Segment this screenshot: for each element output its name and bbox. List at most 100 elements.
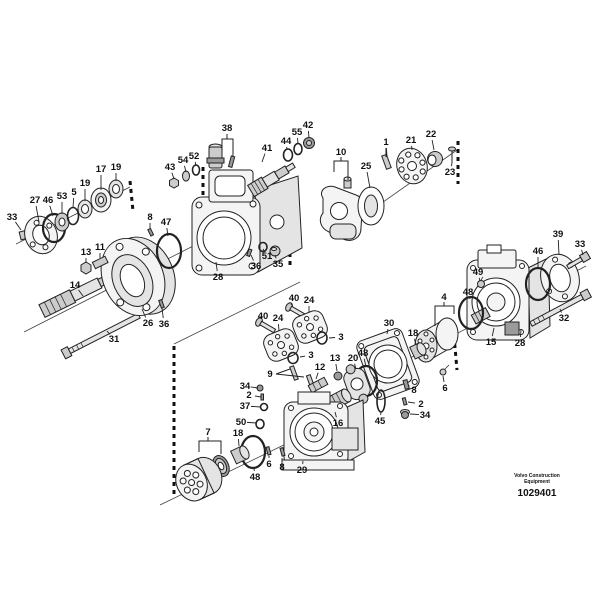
leader-line-49 xyxy=(478,277,481,282)
ring xyxy=(191,164,201,176)
leader-line-42 xyxy=(308,130,310,139)
part-label-40: 40 xyxy=(258,311,269,322)
part-label-18: 18 xyxy=(233,428,244,439)
leader-line-18 xyxy=(414,338,417,346)
part-label-46: 46 xyxy=(43,195,54,206)
ring xyxy=(293,142,303,156)
part-label-54: 54 xyxy=(178,155,189,166)
part-label-8: 8 xyxy=(147,212,152,223)
bolt xyxy=(255,317,277,334)
leader-line-52 xyxy=(194,161,197,167)
part-label-18: 18 xyxy=(408,328,419,339)
part-label-35: 35 xyxy=(273,259,284,270)
o-ring xyxy=(155,232,183,270)
part-label-37: 37 xyxy=(240,401,251,412)
part-label-16: 16 xyxy=(333,418,344,429)
part-label-5: 5 xyxy=(71,187,77,198)
part-label-47: 47 xyxy=(161,217,172,228)
part-label-21: 21 xyxy=(406,135,417,146)
leader-line-3 xyxy=(328,337,336,339)
pump-housing xyxy=(100,236,176,317)
retainer-clip xyxy=(439,364,450,376)
part-label-48: 48 xyxy=(250,472,261,483)
shaft-stub xyxy=(470,306,491,325)
leader-line-22 xyxy=(431,139,435,151)
part-label-30: 30 xyxy=(384,318,395,329)
part-label-8: 8 xyxy=(411,385,416,396)
leader-line-34 xyxy=(250,386,259,389)
ball xyxy=(333,371,343,381)
bolt-hole xyxy=(288,453,294,459)
part-label-6: 6 xyxy=(266,459,271,470)
part-label-13: 13 xyxy=(81,247,92,258)
leader-line-30 xyxy=(386,328,389,335)
port-block xyxy=(504,321,520,336)
leader-line-34 xyxy=(409,413,420,416)
center-housing-group xyxy=(169,137,315,276)
washer xyxy=(182,170,190,182)
cup-plug xyxy=(427,151,443,167)
port-plate xyxy=(292,310,328,344)
leader-line-41 xyxy=(261,153,266,163)
leader-line-2 xyxy=(407,401,416,404)
pin xyxy=(265,446,272,456)
bushing xyxy=(91,255,109,270)
leader-line-5 xyxy=(72,197,75,209)
ring xyxy=(255,418,265,430)
leader-line-33 xyxy=(15,221,22,231)
pin xyxy=(279,447,286,457)
stud-bolt xyxy=(529,288,593,327)
flange xyxy=(24,215,58,255)
pin xyxy=(260,393,264,401)
part-label-25: 25 xyxy=(361,161,372,172)
hub-bore xyxy=(309,427,319,437)
swing-housing-group xyxy=(319,146,456,241)
cylinder-barrel xyxy=(175,456,223,502)
top-port xyxy=(486,244,502,254)
part-label-2: 2 xyxy=(418,399,423,410)
pin xyxy=(289,365,299,381)
plug xyxy=(477,276,485,288)
o-ring xyxy=(287,351,299,365)
right-pump-group xyxy=(414,244,593,376)
left-pump-group xyxy=(38,227,183,360)
part-label-45: 45 xyxy=(375,416,386,427)
solenoid-valve xyxy=(206,143,225,169)
hex-nut xyxy=(80,261,92,275)
part-label-43: 43 xyxy=(165,162,176,173)
part-label-50: 50 xyxy=(236,417,247,428)
part-label-27: 27 xyxy=(30,195,41,206)
side-port-block xyxy=(331,427,359,451)
label-brackets xyxy=(198,134,455,454)
leader-line-36 xyxy=(250,254,254,261)
part-label-8: 8 xyxy=(279,462,284,473)
part-label-29: 29 xyxy=(297,465,308,476)
pin xyxy=(158,298,165,309)
top-opening xyxy=(214,175,246,197)
bolt-hole xyxy=(519,263,525,269)
ring xyxy=(77,199,93,219)
leader-line-37 xyxy=(250,405,262,408)
leader-line-2 xyxy=(254,395,262,398)
ring xyxy=(259,402,269,412)
part-label-36: 36 xyxy=(251,261,262,272)
bolt-hole xyxy=(470,265,476,271)
part-label-19: 19 xyxy=(111,162,122,173)
bushing xyxy=(229,445,250,465)
bottom-flange xyxy=(281,459,355,471)
leader-line-24 xyxy=(278,323,280,332)
washer xyxy=(54,212,70,232)
leader-line-46 xyxy=(49,205,54,217)
part-label-38: 38 xyxy=(222,123,233,134)
bolt-hole xyxy=(195,264,203,272)
ring xyxy=(258,241,268,253)
part-label-52: 52 xyxy=(189,151,200,162)
front-seal-group xyxy=(18,179,124,255)
side-port xyxy=(269,214,285,230)
part-label-26: 26 xyxy=(143,318,154,329)
leader-line-25 xyxy=(366,171,371,189)
leader-line-15 xyxy=(491,327,495,337)
